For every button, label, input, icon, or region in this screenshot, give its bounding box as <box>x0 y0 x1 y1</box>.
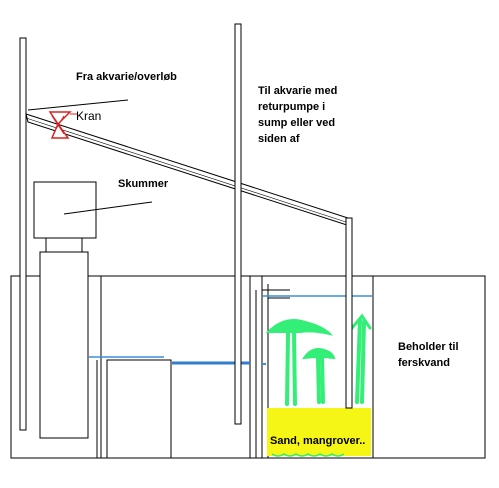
return-pipe <box>234 23 242 425</box>
label-sand: Sand, mangrover.. <box>270 435 365 447</box>
label-skummer: Skummer <box>118 178 169 190</box>
inflow-pipe <box>19 37 353 431</box>
sand-bed <box>267 408 371 457</box>
label-fra-akvarie: Fra akvarie/overløb <box>76 71 177 83</box>
label-beholder: Beholder til ferskvand <box>398 341 459 369</box>
label-til-akvarie: Til akvarie med returpumpe i sump eller … <box>258 85 337 145</box>
label-kran: Kran <box>76 109 101 123</box>
skimmer <box>33 181 153 439</box>
sump-tank <box>10 275 486 459</box>
label-beholder-line-1: Beholder til <box>398 341 459 353</box>
label-til-akvarie-line-1: Til akvarie med <box>258 85 337 97</box>
label-til-akvarie-line-2: returpumpe i <box>258 101 325 113</box>
label-til-akvarie-line-4: siden af <box>258 133 300 145</box>
label-til-akvarie-line-3: sump eller ved <box>258 117 335 129</box>
mangrove-plants <box>265 313 372 406</box>
valve-icon <box>48 111 78 139</box>
label-beholder-line-2: ferskvand <box>398 357 450 369</box>
